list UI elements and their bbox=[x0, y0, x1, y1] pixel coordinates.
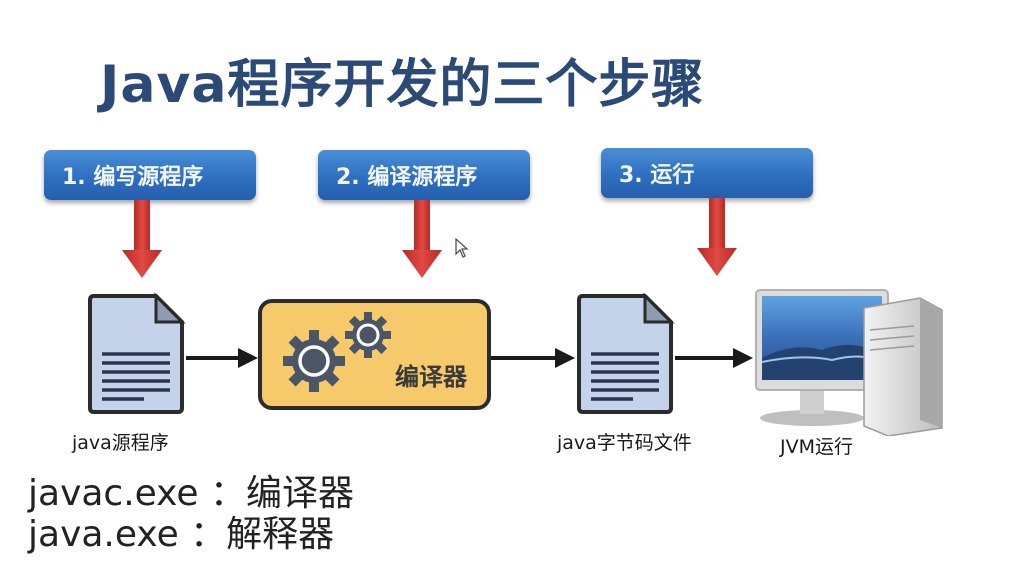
mouse-cursor-icon bbox=[455, 238, 469, 258]
down-arrow-icon bbox=[122, 200, 162, 278]
gears-icon bbox=[283, 312, 391, 392]
source-caption: java源程序 bbox=[72, 432, 169, 454]
java-note: java.exe ：解释器 bbox=[28, 514, 335, 555]
down-arrow-icon bbox=[697, 198, 737, 276]
compiler-box: 编译器 bbox=[258, 299, 491, 410]
flow-arrow-icon bbox=[675, 348, 753, 368]
javac-note: javac.exe ：编译器 bbox=[28, 473, 354, 514]
bytecode-document-icon bbox=[577, 292, 675, 414]
source-document-icon bbox=[88, 292, 186, 414]
step-3-label: 3. 运行 bbox=[601, 148, 813, 198]
step-1-label: 1. 编写源程序 bbox=[44, 150, 256, 200]
compiler-label: 编译器 bbox=[395, 363, 467, 391]
diagram-title: Java程序开发的三个步骤 bbox=[100, 55, 705, 115]
jvm-caption: JVM运行 bbox=[780, 436, 853, 458]
step-2-label: 2. 编译源程序 bbox=[318, 150, 530, 200]
flow-arrow-icon bbox=[186, 348, 258, 368]
bytecode-caption: java字节码文件 bbox=[557, 432, 692, 454]
flow-arrow-icon bbox=[491, 348, 575, 368]
computer-icon bbox=[755, 289, 943, 436]
down-arrow-icon bbox=[402, 200, 442, 278]
